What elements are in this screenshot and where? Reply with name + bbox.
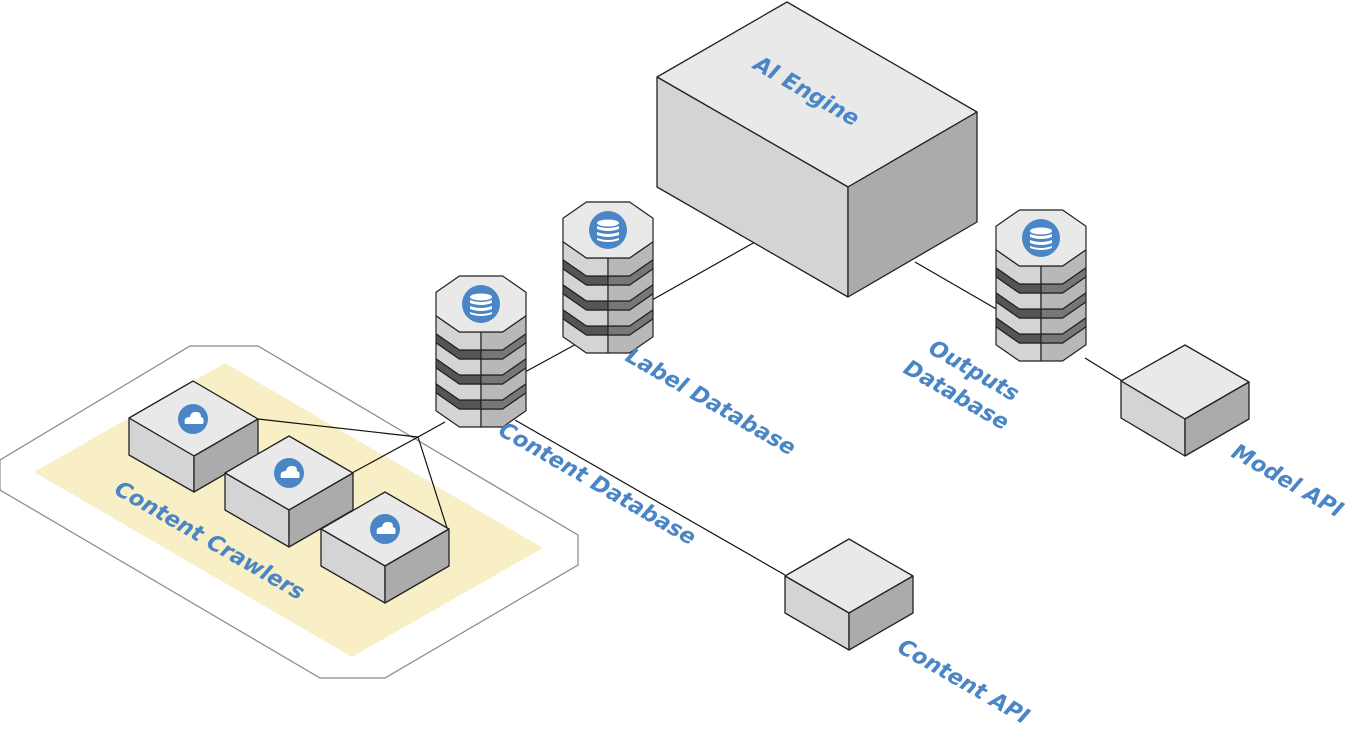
database-icon <box>1022 219 1060 257</box>
database-icon <box>462 285 500 323</box>
crawler-box-3 <box>320 491 450 604</box>
label-database-stack <box>562 201 654 354</box>
database-icon <box>589 211 627 249</box>
content-api-box <box>784 538 914 651</box>
cloud-icon <box>178 404 208 434</box>
ai-engine-block <box>656 1 978 298</box>
outputs-database-stack <box>995 209 1087 362</box>
model-api-box <box>1120 344 1250 457</box>
cloud-icon <box>274 458 304 488</box>
connections <box>257 241 1125 576</box>
label-database-label: Label Database <box>621 344 800 462</box>
content-database-stack <box>435 275 527 428</box>
model-api-label: Model API <box>1227 440 1347 524</box>
content-api-label: Content API <box>893 635 1033 730</box>
crawler-box-2 <box>224 435 354 548</box>
cloud-icon <box>370 514 400 544</box>
